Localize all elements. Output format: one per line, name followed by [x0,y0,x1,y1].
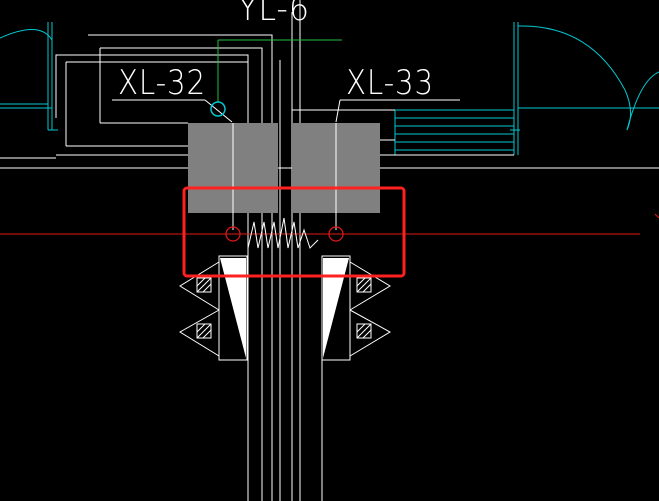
highlight-box [182,186,406,278]
right-pipe-marker-circle-icon [328,226,344,242]
left-pipe-marker-circle-icon [225,226,241,242]
riser-circle-icon [210,101,226,117]
stair-steps-icon [394,109,514,155]
riser-label: YL-6 [238,0,310,29]
right-hatched-column-icon [321,255,392,361]
right-door-swing-icon [510,22,659,155]
left-door-swing-icon [0,22,58,131]
vertical-pipe-lines [232,123,337,501]
left-pipe-label: XL-32 [118,63,206,103]
right-pipe-label: XL-33 [346,63,434,103]
spring-connector-icon [247,217,319,249]
left-hatched-column-icon [179,255,248,361]
riser-leader-line [217,39,342,102]
axis-line-tick [654,213,659,219]
